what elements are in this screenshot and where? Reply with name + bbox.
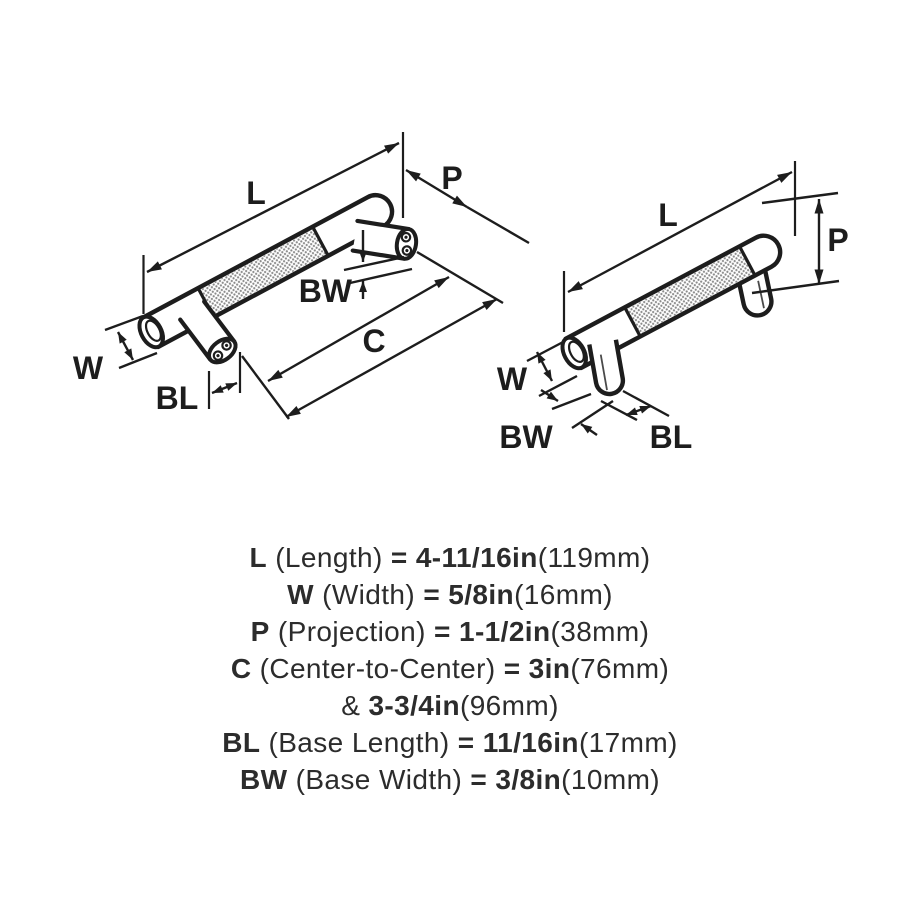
legend-equals: = [423,579,449,610]
handle-bar [137,193,395,350]
dim-label-w-left: W [73,350,104,386]
legend-inch-value: 3/8in [495,764,562,795]
legend-mm-value: (96mm) [459,690,559,721]
dim-label-bl-right: BL [650,419,693,455]
dim-width-left: W [73,314,158,386]
legend-inch-value: 1-1/2in [458,616,551,647]
legend-line-base-length: BL (Base Length) = 11/16in(17mm) [0,724,900,761]
legend-symbol: P [250,616,270,647]
legend-inch-value: 5/8in [448,579,515,610]
dim-label-c-left: C [362,323,385,359]
mounting-post [587,339,626,397]
legend-symbol: BL [222,727,261,758]
legend-inch-value: 4-11/16in [415,542,538,573]
legend-description: (Length) [267,542,391,573]
legend-mm-value: (16mm) [514,579,613,610]
legend-mm-value: (38mm) [550,616,650,647]
legend-equals: = [503,653,529,684]
dim-length-right: L [562,161,797,332]
dim-label-bl-left: BL [156,380,199,416]
legend-description: (Center-to-Center) [251,653,504,684]
legend-line-center-to-center: C (Center-to-Center) = 3in(76mm) [0,650,900,687]
dim-label-l-right: L [658,197,678,233]
legend-inch-value: 3in [528,653,571,684]
dim-label-p-right: P [827,222,848,258]
dimension-legend: L (Length) = 4-11/16in(119mm) W (Width) … [0,539,900,798]
legend-line-center-alt: & 3-3/4in(96mm) [0,687,900,724]
legend-symbol: BW [239,764,288,795]
dim-label-bw-left: BW [299,273,353,309]
dim-projection-right: P [751,191,849,295]
legend-mm-value: (10mm) [561,764,661,795]
dim-center-to-center-left: C [241,250,504,420]
dim-base-length-left: BL [156,352,242,416]
dim-label-bw-right: BW [499,419,553,455]
legend-description: (Base Length) [260,727,458,758]
legend-line-width: W (Width) = 5/8in(16mm) [0,576,900,613]
legend-mm-value: (76mm) [570,653,670,684]
legend-symbol: L [249,542,268,573]
handle-side-view [560,233,783,397]
legend-symbol: W [287,579,314,610]
legend-inch-value: 11/16in [482,727,579,758]
legend-inch-value: 3-3/4in [368,690,460,721]
dim-length-left: L [142,132,405,314]
legend-description: (Width) [313,579,424,610]
legend-equals: = [390,542,416,573]
dim-projection-left: P [405,160,530,245]
legend-description: (Projection) [269,616,435,647]
legend-equals: = [434,616,459,647]
legend-equals: = [457,727,483,758]
knurl-texture [625,248,754,335]
legend-mm-value: (17mm) [578,727,678,758]
dim-base-width-right: BW [499,388,614,455]
legend-mm-value: (119mm) [537,542,651,573]
dim-base-length-right: BL [600,389,693,455]
dim-label-l-left: L [246,175,266,211]
dim-label-p-left: P [441,160,462,196]
legend-equals: = [470,764,496,795]
legend-description: (Base Width) [287,764,471,795]
legend-line-length: L (Length) = 4-11/16in(119mm) [0,539,900,576]
mounting-post [178,299,238,365]
legend-line-base-width: BW (Base Width) = 3/8in(10mm) [0,761,900,798]
legend-line-projection: P (Projection) = 1-1/2in(38mm) [0,613,900,650]
legend-symbol: C [230,653,252,684]
dim-label-w-right: W [497,361,528,397]
legend-description: & [341,690,369,721]
pull-dimension-diagram: L P BW C W BL [73,132,849,455]
